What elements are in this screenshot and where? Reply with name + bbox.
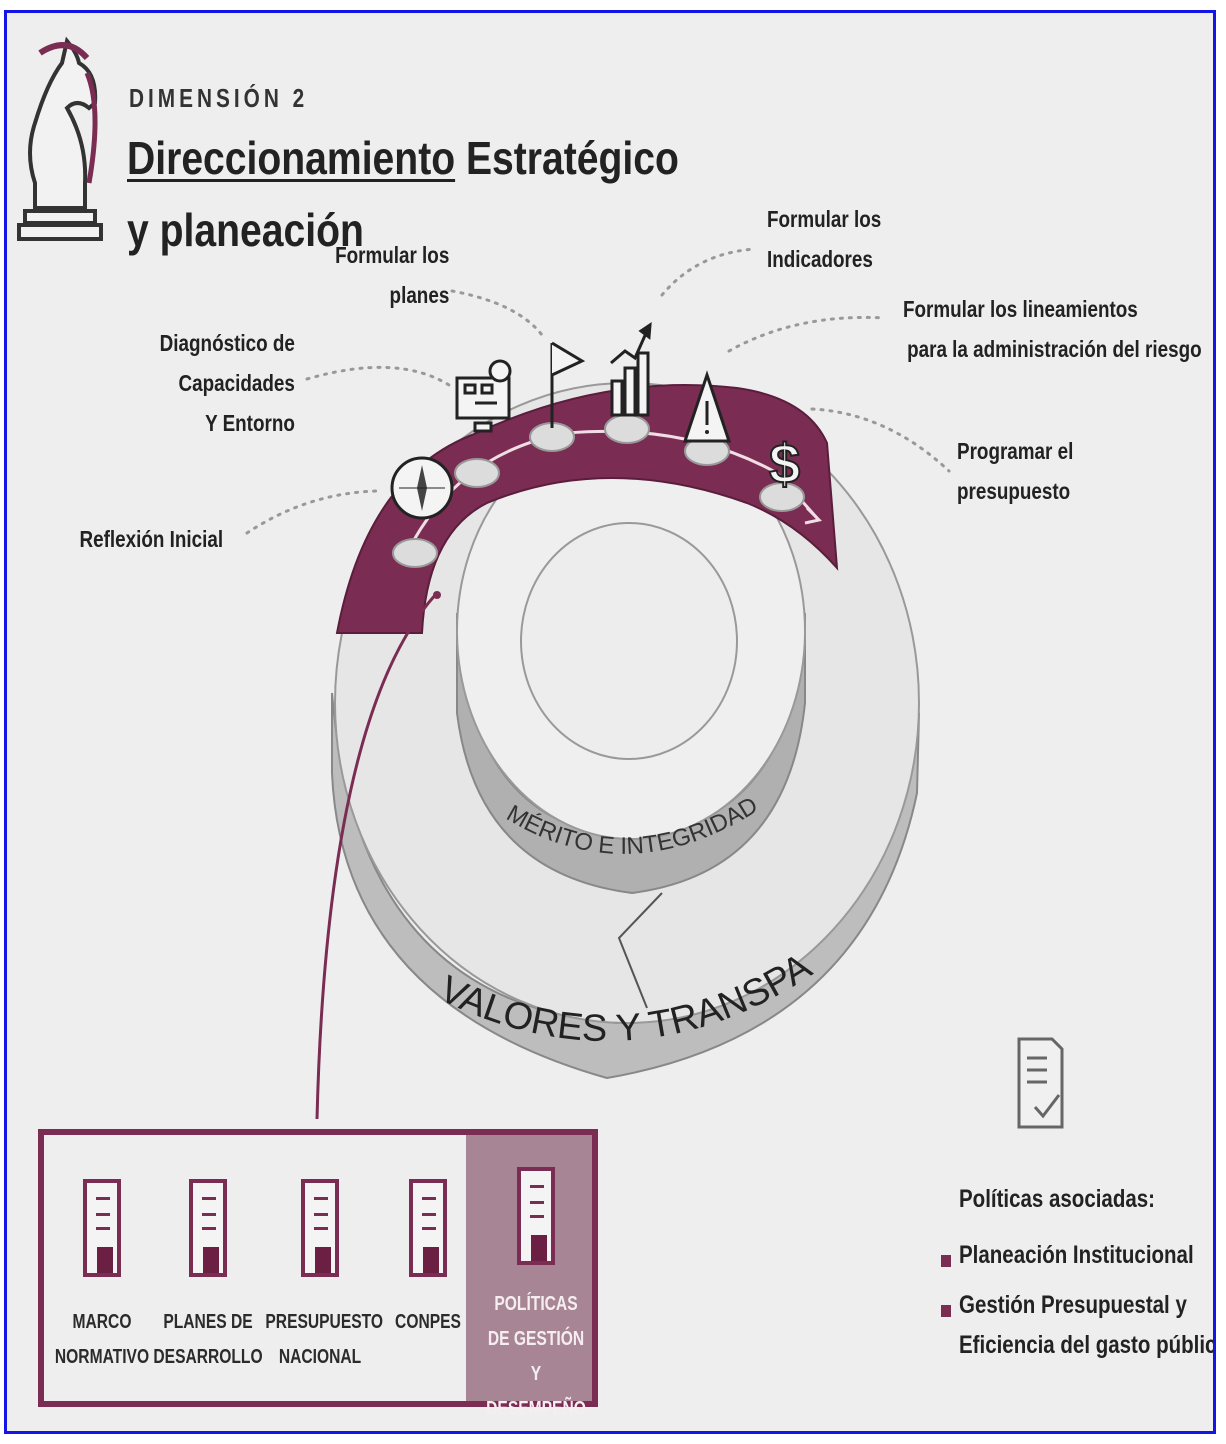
leader-lines: [245, 247, 951, 535]
legend-item-planeacion: Planeación Institucional: [959, 1235, 1194, 1275]
framework-label: CONPES: [395, 1311, 461, 1333]
title-underlined-part: Direccionamiento: [127, 132, 456, 184]
knight-chess-icon: [17, 36, 103, 241]
legend-item-text: Planeación Institucional: [959, 1241, 1194, 1269]
document-icon: [189, 1179, 227, 1277]
step-label-line: Indicadores: [767, 246, 873, 272]
dollar-icon: $: [768, 431, 801, 496]
svg-text:$: $: [769, 432, 800, 495]
step-label-line: presupuesto: [957, 478, 1071, 504]
step-label-line: Reflexión Inicial: [79, 526, 223, 552]
document-icon: [83, 1179, 121, 1277]
legend-title: Políticas asociadas:: [959, 1185, 1155, 1213]
step-label-line: para la administración del riesgo: [907, 336, 1202, 362]
step-pedestals: [392, 414, 805, 568]
growth-chart-icon: [610, 322, 652, 417]
compass-icon: [390, 456, 454, 520]
checklist-document-icon: [1017, 1037, 1064, 1129]
step-label-riesgo: Formular los lineamientos para la admini…: [903, 289, 1202, 369]
document-icon: [517, 1167, 555, 1265]
legend-item-text: Eficiencia del gasto público: [959, 1331, 1216, 1359]
document-icon: [409, 1179, 447, 1277]
infographic-frame: MÉRITO E INTEGRIDAD VALORES Y TRANSPAREN…: [4, 10, 1216, 1434]
flag-icon: [550, 341, 586, 428]
ring-connector-line: [617, 892, 663, 1009]
step-label-reflexion: Reflexión Inicial: [79, 519, 223, 559]
band-to-box-line: [315, 591, 439, 1120]
process-ring-diagram: MÉRITO E INTEGRIDAD VALORES Y TRANSPAREN…: [7, 13, 1064, 1129]
step-label-line: Formular los: [767, 206, 882, 232]
step-label-line: Capacidades: [178, 370, 295, 396]
legend-bullet: [941, 1255, 951, 1267]
org-chart-icon: [455, 359, 512, 433]
document-icon: [301, 1179, 339, 1277]
step-label-indicadores: Formular los Indicadores: [767, 199, 881, 279]
step-label-line: Y Entorno: [205, 410, 295, 436]
step-label-line: Programar el: [957, 438, 1074, 464]
page-title: Direccionamiento Estratégico: [127, 131, 679, 185]
step-label-presupuesto: Programar el presupuesto: [957, 431, 1073, 511]
step-label-line: Formular los lineamientos: [903, 296, 1138, 322]
warning-icon: [682, 370, 732, 443]
step-label-planes: Formular los planes: [335, 235, 449, 315]
page-title-line2: y planeación: [127, 204, 364, 256]
step-label-diagnostico: Diagnóstico de Capacidades Y Entorno: [160, 323, 295, 443]
legend-bullet: [941, 1305, 951, 1317]
center-ellipse: [520, 522, 738, 760]
step-label-line: Diagnóstico de: [159, 330, 295, 356]
step-label-line: planes: [389, 282, 449, 308]
legend-item-text: Gestión Presupuestal y: [959, 1291, 1187, 1319]
step-label-line: Formular los: [334, 242, 449, 268]
title-rest: Estratégico: [455, 132, 679, 184]
legend-item-gestion-presupuestal: Gestión Presupuestal y Eficiencia del ga…: [959, 1285, 1216, 1365]
dimension-label: DIMENSIÓN 2: [129, 83, 309, 113]
